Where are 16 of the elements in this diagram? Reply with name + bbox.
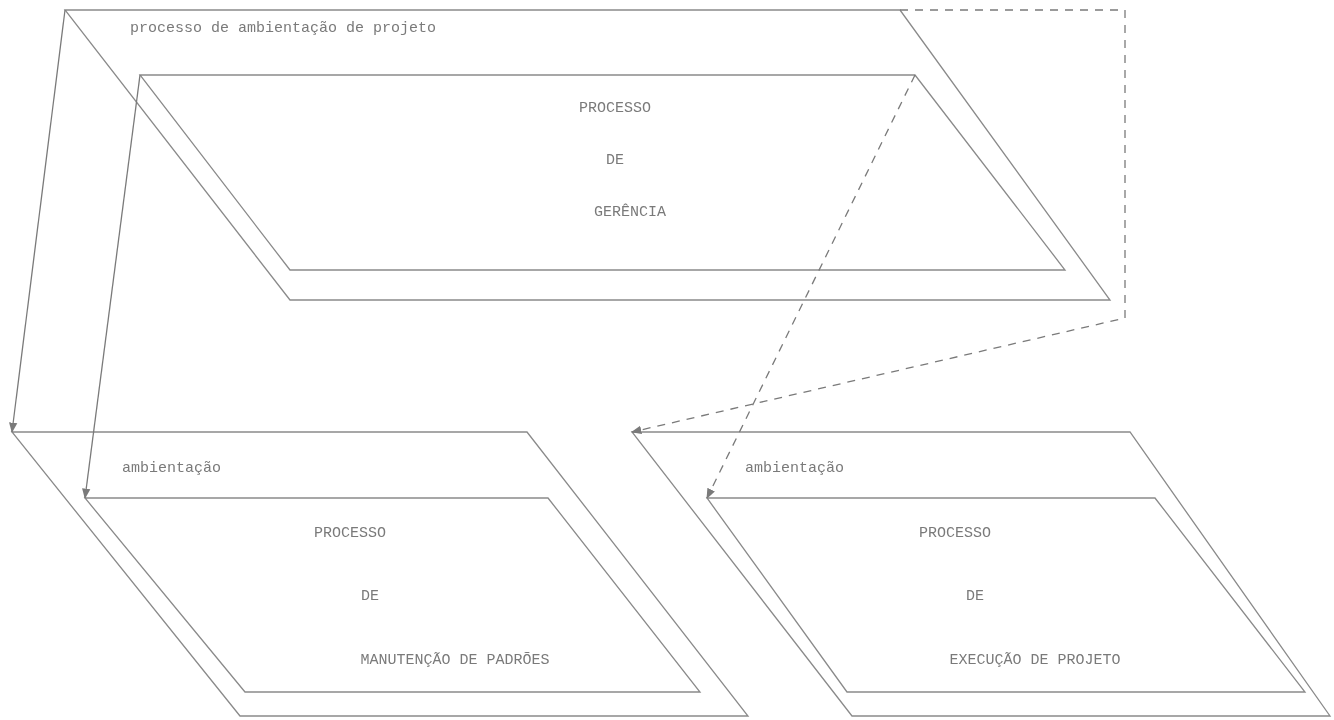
arrow [9,9,66,434]
process-label: DE [606,152,624,169]
process-label: EXECUÇÃO DE PROJETO [949,652,1121,669]
process-label: DE [966,588,984,605]
process-label: PROCESSO [919,525,991,542]
process-label: GERÊNCIA [594,204,666,221]
band-label: ambientação [745,460,845,477]
band-label: processo de ambientação de projeto [130,20,437,37]
band-label: ambientação [122,460,222,477]
process-label: MANUTENÇÃO DE PADRÕES [360,652,550,669]
process-label: PROCESSO [579,100,651,117]
process-label: DE [361,588,379,605]
arrow [82,74,141,500]
arrow [706,74,916,499]
process-label: PROCESSO [314,525,386,542]
arrow [631,9,1126,434]
